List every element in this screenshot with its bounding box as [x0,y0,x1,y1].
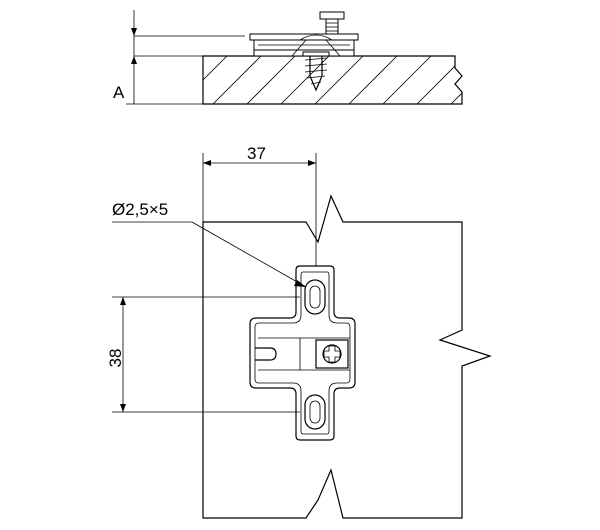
adjustment-screw [319,11,345,35]
side-view: A [113,10,463,105]
panel-outline [202,194,492,519]
dimension-hole: Ø2,5×5 [112,200,307,288]
dimension-spacing: 38 [106,296,300,413]
lower-slot [304,394,326,430]
dimension-spacing-label: 38 [106,349,125,368]
dimension-width-label: 37 [247,144,266,163]
wood-screw [302,51,330,92]
dimension-width: 37 [202,144,317,266]
adjust-screw-head [322,344,342,364]
dimension-a-label: A [113,83,125,102]
dimension-hole-label: Ø2,5×5 [112,200,168,219]
front-view: 37 Ø2,5×5 38 [106,144,492,519]
dimension-a: A [113,10,245,105]
board-section [202,55,463,105]
upper-slot [304,279,326,315]
mounting-plate-front [249,265,356,441]
